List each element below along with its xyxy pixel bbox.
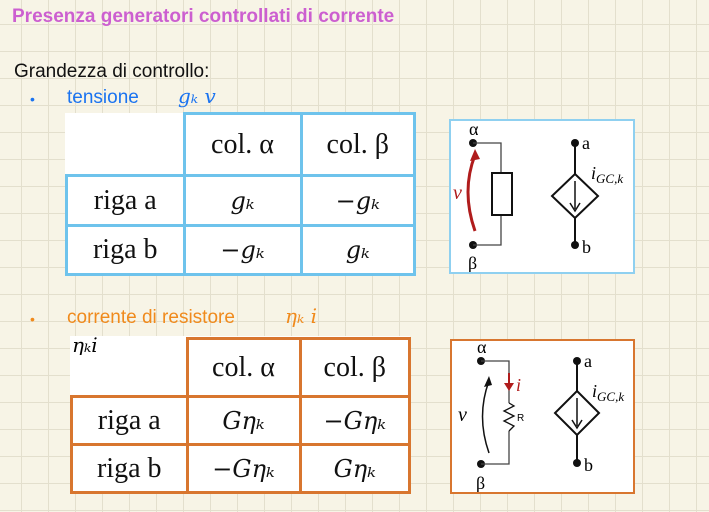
label: α bbox=[469, 119, 479, 139]
bullet: • bbox=[30, 91, 35, 107]
row-header: riga a bbox=[70, 395, 189, 446]
subtitle: Grandezza di controllo: bbox=[14, 61, 210, 82]
table-row: riga b −Gηₖ Gηₖ bbox=[70, 443, 411, 494]
label: a bbox=[582, 133, 590, 153]
row-header: riga a bbox=[65, 174, 186, 227]
table-row: riga a gₖ −gₖ bbox=[65, 174, 416, 227]
section-label-corrente: corrente di resistore bbox=[67, 307, 235, 328]
bullet: • bbox=[30, 311, 35, 327]
col-header: col. β bbox=[298, 337, 411, 398]
component-icon bbox=[491, 172, 513, 216]
label: v bbox=[458, 404, 467, 426]
label: α bbox=[477, 339, 487, 357]
table-cell: −Gηₖ bbox=[298, 395, 411, 446]
label: β bbox=[468, 253, 477, 273]
table-row: riga a Gηₖ −Gηₖ bbox=[70, 395, 411, 446]
table-cell: Gηₖ bbox=[298, 443, 411, 494]
label: b bbox=[584, 455, 593, 475]
circuit-current-control: i R α β v a b iGC,k bbox=[450, 339, 635, 494]
table-cell: −gₖ bbox=[299, 174, 416, 227]
handwritten-note: ηₖ i bbox=[285, 304, 318, 328]
svg-text:iGC,k: iGC,k bbox=[592, 381, 624, 404]
row-header: riga b bbox=[65, 224, 186, 276]
label: R bbox=[517, 413, 524, 424]
table-cell: gₖ bbox=[299, 224, 416, 276]
label: i bbox=[516, 375, 521, 395]
table-cell: Gηₖ bbox=[185, 395, 302, 446]
table-cell: gₖ bbox=[182, 174, 303, 227]
current-arrow-icon bbox=[504, 383, 514, 391]
label: a bbox=[584, 351, 592, 371]
label: b bbox=[582, 237, 591, 257]
svg-text:iGC,k: iGC,k bbox=[591, 163, 623, 186]
col-header: col. α bbox=[185, 337, 302, 398]
table-cell: −Gηₖ bbox=[185, 443, 302, 494]
voltage-arrow-icon bbox=[481, 380, 490, 454]
voltage-arrow-icon bbox=[466, 154, 477, 232]
col-header: col. β bbox=[299, 112, 416, 177]
section-label-tensione: tensione bbox=[67, 87, 139, 108]
label: β bbox=[476, 473, 485, 493]
circuit-voltage-control: α β v a b iGC,k bbox=[449, 119, 635, 274]
table-corrente: col. α col. β riga a Gηₖ −Gηₖ riga b −Gη… bbox=[70, 337, 411, 494]
col-header: col. α bbox=[182, 112, 303, 177]
table-tensione: col. α col. β riga a gₖ −gₖ riga b −gₖ g… bbox=[65, 112, 416, 276]
handwritten-note: gₖ v bbox=[178, 84, 216, 108]
table-cell: −gₖ bbox=[182, 224, 303, 276]
label: v bbox=[453, 182, 462, 204]
table-row: riga b −gₖ gₖ bbox=[65, 224, 416, 276]
resistor-icon bbox=[502, 402, 516, 432]
cropped-formula: ηₖi bbox=[72, 333, 98, 355]
row-header: riga b bbox=[70, 443, 189, 494]
slide-title: Presenza generatori controllati di corre… bbox=[12, 6, 395, 27]
